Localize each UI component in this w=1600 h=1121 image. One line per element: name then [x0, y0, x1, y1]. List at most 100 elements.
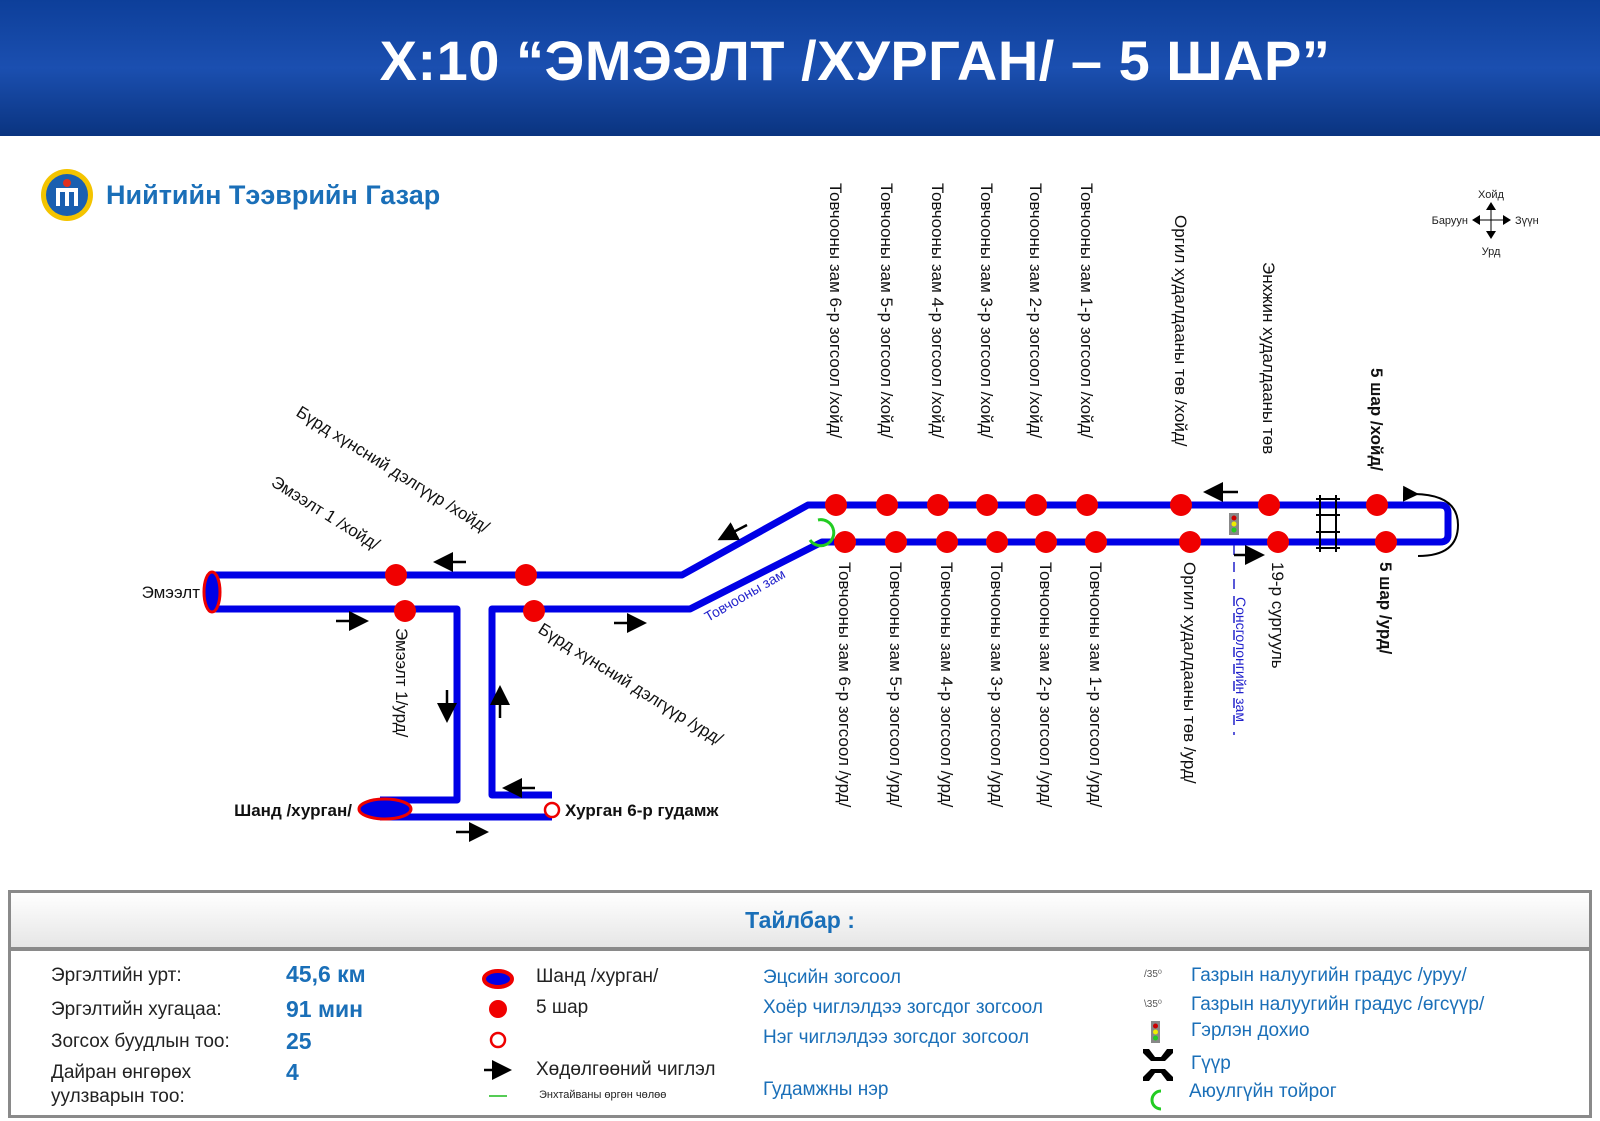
label-emeelt1-north: Эмээлт 1 /хойд/ [268, 472, 383, 554]
stop-north-8[interactable] [1366, 494, 1388, 516]
legend-terminal-stop: Эцсийн зогсоол [763, 967, 901, 988]
svg-text:Хойд: Хойд [1478, 189, 1504, 201]
legend-panel: Тайлбар : Эргэлтийн урт: 45,6 км Эргэлти… [8, 890, 1592, 1118]
stop-label-south: Товчооны зам 2-р зогсоол /урд/ [1036, 562, 1055, 808]
stop-label-north: Оргил худалдааны төв /хойд/ [1171, 215, 1190, 447]
stop-south-3[interactable] [986, 531, 1008, 553]
one-way-stop-symbol-icon [489, 1031, 507, 1049]
stat-value-length: 45,6 км [286, 961, 366, 987]
terminal-emeelt[interactable] [202, 570, 222, 614]
svg-text:Баруун: Баруун [1432, 215, 1468, 227]
organization-brand: Нийтийн Тээврийн Газар [40, 168, 440, 222]
slope-up-icon: \35⁰ [1144, 999, 1162, 1010]
stop-emeelt1-north[interactable] [385, 564, 407, 586]
legend-one-way-stop: Нэг чиглэлдээ зогсдог зогсоол [763, 1027, 1030, 1048]
stop-south-0[interactable] [834, 531, 856, 553]
stop-label-north: Товчооны зам 1-р зогсоол /хойд/ [1077, 183, 1096, 438]
stop-label-north: Товчооны зам 3-р зогсоол /хойд/ [977, 183, 996, 438]
legend-green-label: Энхтайваны өргөн чөлөө [539, 1089, 667, 1101]
stop-south-8[interactable] [1375, 531, 1397, 553]
stop-north-4[interactable] [1025, 494, 1047, 516]
stat-label-length: Эргэлтийн урт: [51, 965, 182, 986]
label-emeelt: Эмээлт [142, 583, 201, 602]
stat-value-intersections: 4 [286, 1059, 299, 1085]
page-title: Х:10 “ЭМЭЭЛТ /ХУРГАН/ – 5 ШАР” [379, 29, 1331, 92]
stat-label-duration: Эргэлтийн хугацаа: [51, 999, 222, 1020]
stop-label-north: Товчооны зам 6-р зогсоол /хойд/ [826, 183, 845, 438]
header-banner: Х:10 “ЭМЭЭЛТ /ХУРГАН/ – 5 ШАР” [0, 0, 1600, 136]
label-emeelt1-south: Эмээлт 1/урд/ [392, 628, 411, 738]
stop-north-7[interactable] [1258, 494, 1280, 516]
legend-title: Тайлбар : [11, 893, 1589, 951]
terminal-symbol-icon [482, 969, 514, 989]
stop-label-north: Товчооны зам 4-р зогсоол /хойд/ [928, 183, 947, 438]
legend-safety-roundabout: Аюулгүйн тойрог [1189, 1081, 1337, 1102]
stop-north-2[interactable] [927, 494, 949, 516]
legend-bridge: Гүүр [1191, 1053, 1231, 1074]
stop-emeelt1-south[interactable] [394, 600, 416, 622]
stop-burd-north[interactable] [515, 564, 537, 586]
bridge-icon [1143, 1049, 1173, 1081]
stop-khurgan-6[interactable] [543, 801, 561, 819]
stop-south-6[interactable] [1179, 531, 1201, 553]
legend-two-way-stop: Хоёр чиглэлдээ зогсдог зогсоол [763, 997, 1043, 1018]
u-turn-arrow-icon [1402, 485, 1460, 557]
stop-north-0[interactable] [825, 494, 847, 516]
label-khurgan6: Хурган 6-р гудамж [565, 801, 719, 820]
street-label-songino: Сонсголонгийн зам [1233, 597, 1249, 722]
stat-label-intersections: Дайран өнгөрөх уулзварын тоо: [51, 1062, 192, 1107]
stop-south-5[interactable] [1085, 531, 1107, 553]
slope-down-icon: /35⁰ [1144, 969, 1162, 980]
stop-label-south: Товчооны зам 5-р зогсоол /урд/ [886, 562, 905, 808]
legend-traffic-light: Гэрлэн дохио [1191, 1020, 1310, 1041]
route-map: Хойд Урд Баруун Зүүн Товчооны зам 6-р зо… [142, 183, 1539, 842]
legend-slope-down: Газрын налуугийн градус /уруу/ [1191, 965, 1467, 986]
stop-symbol-icon [489, 1000, 507, 1018]
stop-label-north: Товчооны зам 2-р зогсоол /хойд/ [1026, 183, 1045, 438]
stop-label-south: 5 шар /урд/ [1376, 562, 1395, 655]
stop-label-north: Товчооны зам 5-р зогсоол /хойд/ [877, 183, 896, 438]
svg-text:Урд: Урд [1482, 246, 1501, 258]
legend-symbols [482, 969, 514, 1097]
stat-value-stops: 25 [286, 1028, 312, 1054]
safety-roundabout-icon [808, 518, 836, 548]
bridge-icon [1316, 495, 1340, 552]
stop-label-south: Товчооны зам 1-р зогсоол /урд/ [1086, 562, 1105, 808]
stop-south-7[interactable] [1267, 531, 1289, 553]
stop-group: Товчооны зам 6-р зогсоол /хойд/Товчооны … [825, 183, 1397, 808]
stat-label-stops: Зогсох буудлын тоо: [51, 1031, 230, 1052]
stop-label-north: Энхжин худалдааны төв [1259, 262, 1278, 454]
stop-north-6[interactable] [1170, 494, 1192, 516]
legend-street-name: Гудамжны нэр [763, 1079, 889, 1100]
safety-roundabout-icon [1150, 1089, 1162, 1111]
stop-south-2[interactable] [936, 531, 958, 553]
organization-name: Нийтийн Тээврийн Газар [106, 179, 441, 210]
stop-north-5[interactable] [1076, 494, 1098, 516]
traffic-light-icon [1151, 1021, 1160, 1043]
stop-north-3[interactable] [976, 494, 998, 516]
stop-south-1[interactable] [885, 531, 907, 553]
stop-label-south: 19-р сургууль [1268, 562, 1287, 669]
stop-label-south: Товчооны зам 4-р зогсоол /урд/ [937, 562, 956, 808]
stop-label-south: Оргил худалдааны төв /урд/ [1180, 562, 1199, 784]
svg-text:Зүүн: Зүүн [1515, 215, 1539, 227]
stat-value-duration: 91 мин [286, 996, 364, 1022]
stop-label-north: 5 шар /хойд/ [1367, 368, 1386, 471]
direction-arrows [336, 482, 1265, 842]
stop-label-south: Товчооны зам 3-р зогсоол /урд/ [987, 562, 1006, 808]
terminal-shand-khurgan[interactable] [357, 797, 413, 821]
legend-stop-label: 5 шар [536, 997, 589, 1018]
stop-label-south: Товчооны зам 6-р зогсоол /урд/ [835, 562, 854, 808]
label-terminal: Шанд /хурган/ [234, 801, 352, 820]
compass-icon: Хойд Урд Баруун Зүүн [1432, 189, 1539, 258]
label-burd-south: Бүрд хүнсний дэлгүүр /урд/ [535, 619, 727, 749]
stop-north-1[interactable] [876, 494, 898, 516]
stop-burd-south[interactable] [523, 600, 545, 622]
legend-terminal-label: Шанд /хурган/ [536, 966, 659, 987]
organization-logo-icon [41, 169, 93, 221]
legend-direction-label: Хөдөлгөөний чиглэл [536, 1059, 716, 1080]
legend-icons [1143, 1021, 1173, 1111]
stop-south-4[interactable] [1035, 531, 1057, 553]
traffic-light-icon [1229, 513, 1239, 535]
legend-slope-up: Газрын налуугийн градус /өгсүүр/ [1191, 994, 1485, 1015]
